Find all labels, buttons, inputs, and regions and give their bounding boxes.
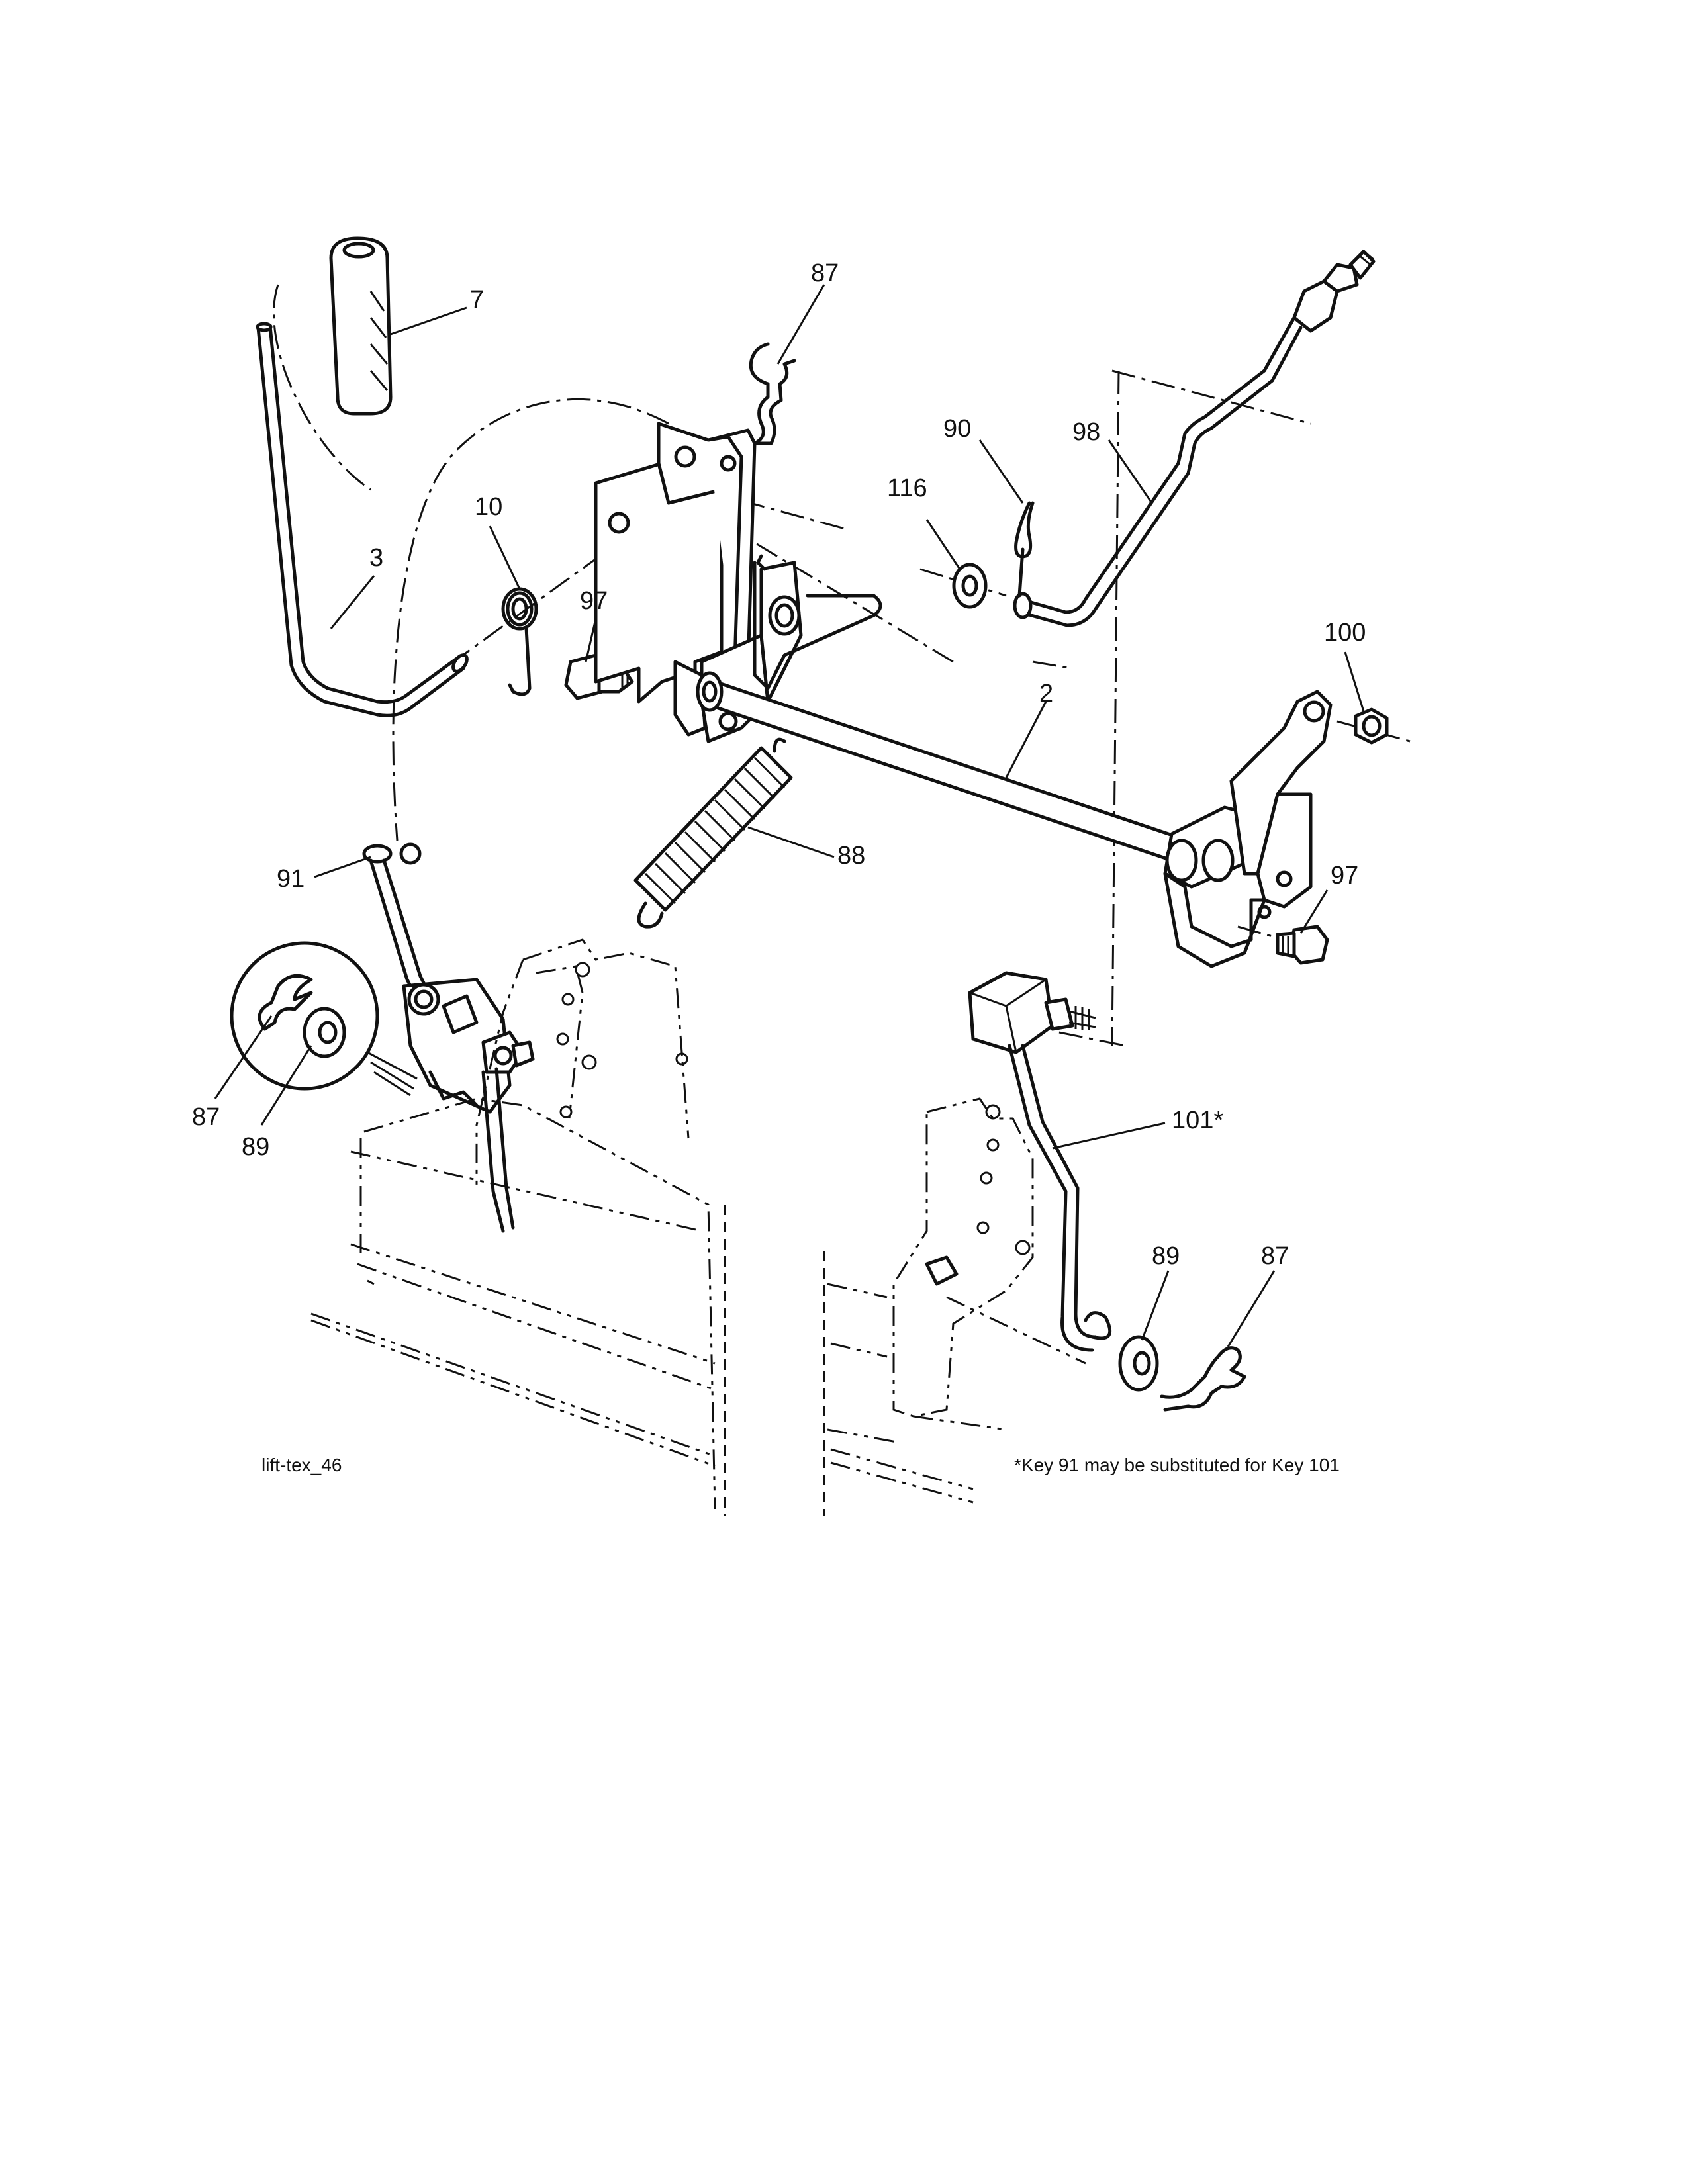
callout-98: 98 [1072, 418, 1100, 446]
right-lift-plate [892, 1097, 1034, 1418]
callout-7: 7 [470, 286, 484, 314]
centerlines [273, 284, 1411, 1047]
washer-116 [952, 563, 988, 609]
washer-89-right [1118, 1335, 1159, 1392]
callout-labels: 7 87 90 98 116 10 3 97 2 100 88 91 97 87… [192, 259, 1366, 1270]
left-lift-plate [402, 938, 690, 1233]
callout-87-top: 87 [811, 259, 839, 287]
callout-89-detail: 89 [242, 1133, 269, 1161]
right-lift-arm [1163, 690, 1333, 968]
extension-spring-88 [633, 737, 793, 929]
callout-97-left: 97 [580, 587, 608, 615]
callout-97-right: 97 [1331, 862, 1358, 889]
callout-91: 91 [277, 865, 305, 893]
mower-deck-phantom [310, 1097, 1086, 1516]
callout-116: 116 [887, 475, 927, 502]
adjustment-rod-98 [1013, 249, 1376, 627]
handle-grip-7 [329, 236, 393, 416]
callout-87-detail: 87 [192, 1103, 220, 1131]
nut-100 [1354, 707, 1389, 745]
detail-callout [230, 941, 418, 1097]
lift-bracket [594, 422, 803, 743]
callout-90: 90 [943, 415, 971, 443]
leader-lines [214, 284, 1365, 1347]
callout-2: 2 [1039, 680, 1053, 707]
figure-id: lift-tex_46 [261, 1455, 342, 1475]
callout-88: 88 [837, 842, 865, 870]
torsion-spring-10 [501, 587, 538, 696]
hairpin-clip-87-right [1160, 1346, 1246, 1412]
retainer-wire [753, 554, 882, 690]
callout-89-right: 89 [1152, 1242, 1180, 1270]
bolt-97-right [1276, 925, 1329, 965]
callout-87-right: 87 [1261, 1242, 1289, 1270]
callout-10: 10 [475, 493, 502, 521]
lift-link-101 [968, 971, 1112, 1352]
callout-3: 3 [369, 544, 383, 572]
lift-handle-3 [256, 322, 469, 717]
callout-101: 101* [1172, 1107, 1223, 1134]
hairpin-clip-87-top [749, 342, 796, 445]
callout-100: 100 [1324, 619, 1366, 647]
hairpin-clip-90 [1014, 501, 1035, 598]
footnote: *Key 91 may be substituted for Key 101 [1014, 1455, 1340, 1475]
